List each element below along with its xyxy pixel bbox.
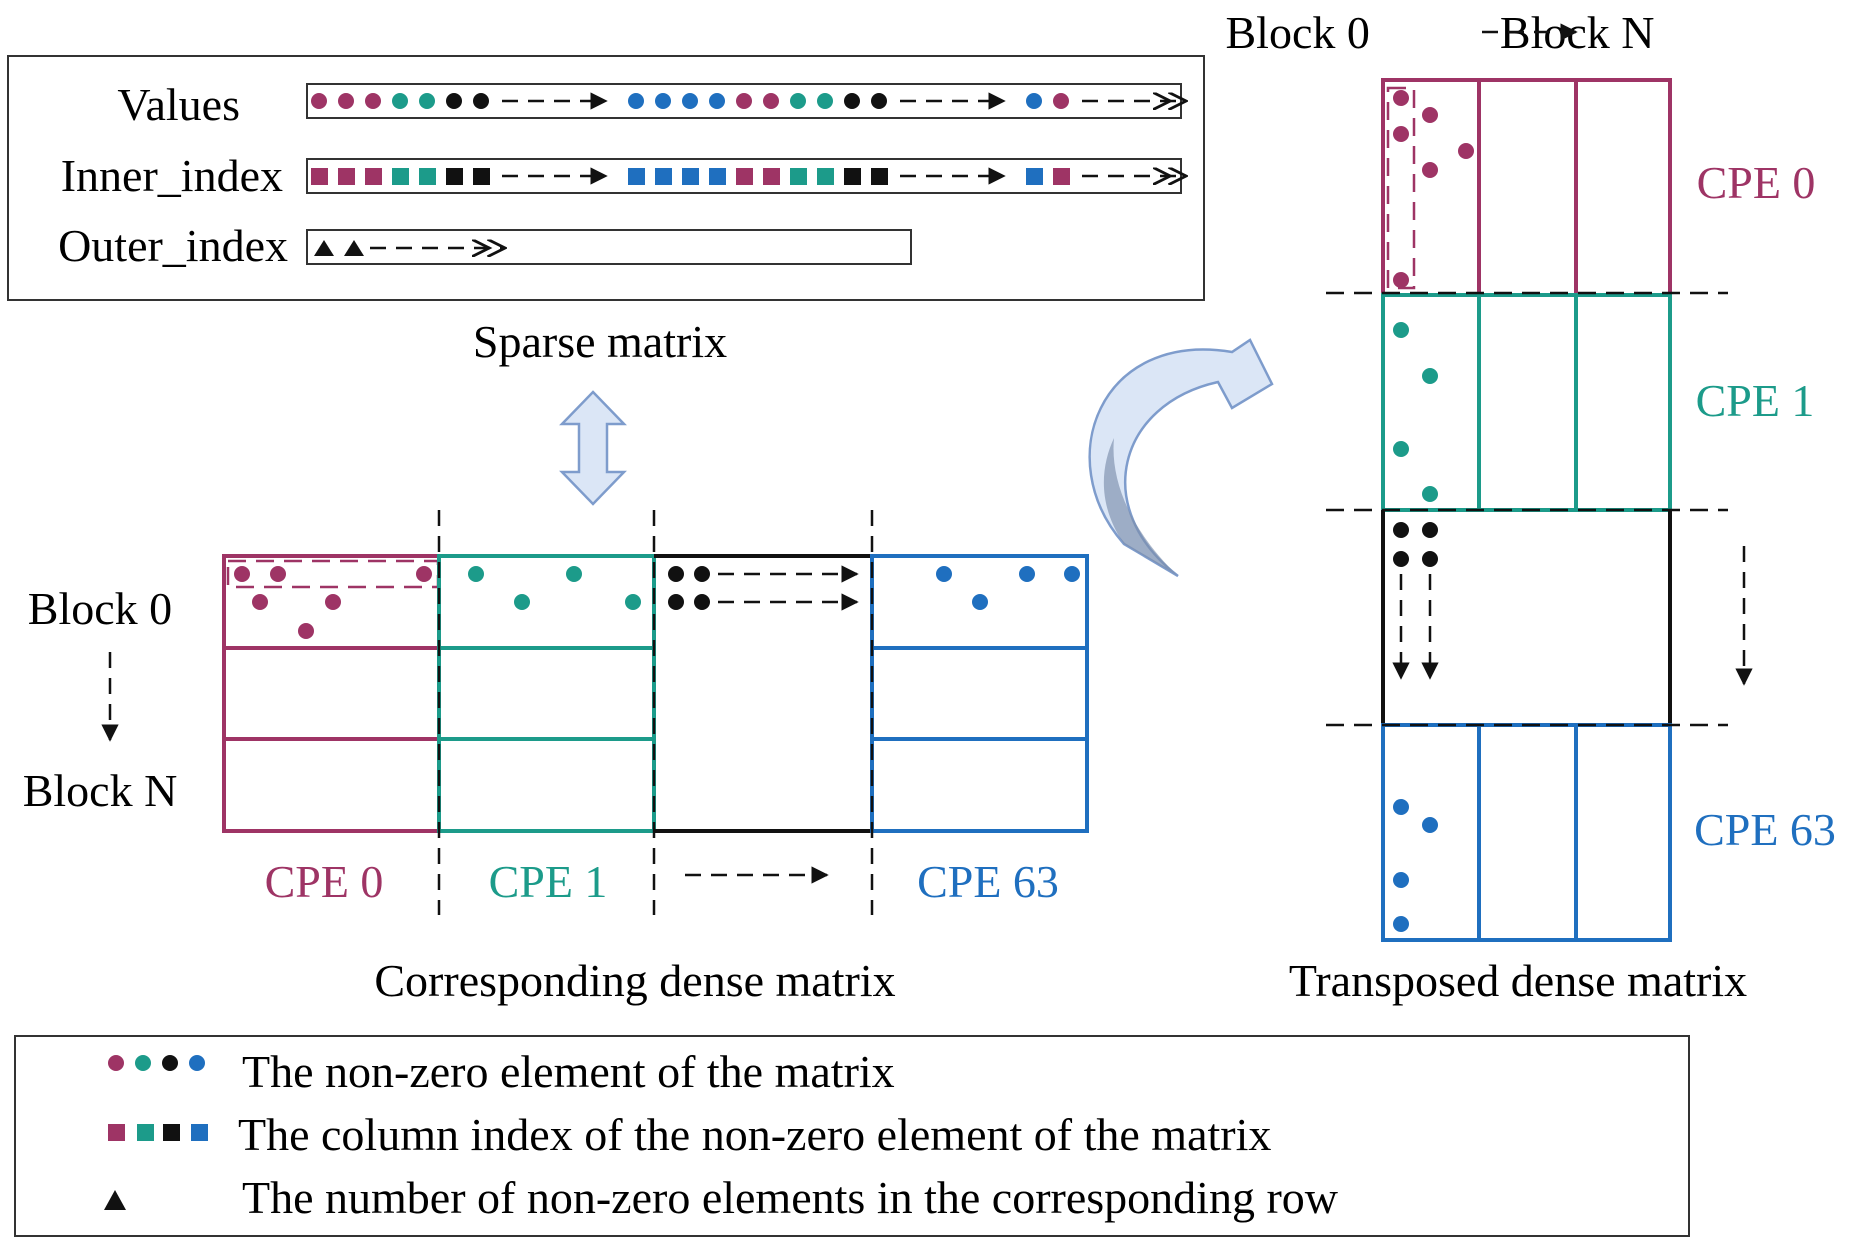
legend-dots-icon — [108, 1055, 205, 1071]
index-square — [1026, 168, 1043, 185]
outer-index-sequence — [314, 240, 505, 256]
inner-index-sequence — [311, 167, 1186, 185]
index-square — [655, 168, 672, 185]
value-dot — [338, 93, 354, 109]
index-square — [817, 168, 834, 185]
value-dot — [844, 93, 860, 109]
transpose-curved-arrow-icon — [1088, 338, 1274, 578]
index-square — [419, 168, 436, 185]
dense-cpe1-label: CPE 1 — [489, 856, 608, 907]
dense-cpe0-label: CPE 0 — [265, 856, 384, 907]
dense-matrix-caption: Corresponding dense matrix — [374, 955, 895, 1006]
transposed-matrix-caption: Transposed dense matrix — [1289, 955, 1747, 1006]
value-dot — [473, 93, 489, 109]
transposed-header-start: Block 0 — [1226, 7, 1370, 58]
value-dot — [682, 93, 698, 109]
inner-index-label: Inner_index — [61, 150, 283, 201]
triangle-marker — [314, 240, 334, 256]
value-dot — [365, 93, 381, 109]
index-square — [682, 168, 699, 185]
values-sequence — [311, 92, 1186, 110]
dense-cpe1-block — [437, 554, 656, 833]
index-square — [628, 168, 645, 185]
index-square — [446, 168, 463, 185]
bidirectional-arrow-icon — [559, 390, 627, 506]
index-square — [844, 168, 861, 185]
outer-index-label: Outer_index — [58, 220, 288, 271]
value-dot — [446, 93, 462, 109]
legend-line-column-index: The column index of the non-zero element… — [238, 1109, 1271, 1160]
legend-triangle-icon — [104, 1190, 126, 1210]
legend-line-nonzero: The non-zero element of the matrix — [242, 1046, 895, 1097]
transposed-cpe0-label: CPE 0 — [1697, 157, 1816, 208]
value-dot — [628, 93, 644, 109]
dense-cpe63-label: CPE 63 — [917, 856, 1059, 907]
value-dot — [392, 93, 408, 109]
sparse-matrix-panel: Values Inner_index Outer_index — [7, 55, 1205, 301]
sparse-panel-frame — [7, 55, 1205, 301]
index-square — [473, 168, 490, 185]
dense-block-end-label: Block N — [23, 765, 178, 816]
value-dot — [419, 93, 435, 109]
index-square — [392, 168, 409, 185]
transposed-cpe1-block — [1381, 293, 1672, 512]
index-square — [1053, 168, 1070, 185]
value-dot — [871, 93, 887, 109]
value-dot — [736, 93, 752, 109]
dense-row-highlight — [226, 559, 440, 589]
value-dot — [709, 93, 725, 109]
value-dot — [817, 93, 833, 109]
triangle-marker — [344, 240, 364, 256]
index-square — [311, 168, 328, 185]
value-dot — [763, 93, 779, 109]
transposed-column-highlight — [1386, 86, 1416, 290]
transposed-matrix: CPE 0 CPE 1 CPE 63 — [1326, 78, 1836, 942]
legend-squares-icon — [108, 1124, 208, 1141]
value-dot — [311, 93, 327, 109]
index-square — [790, 168, 807, 185]
index-square — [763, 168, 780, 185]
legend-line-row-count: The number of non-zero elements in the c… — [242, 1172, 1339, 1223]
value-dot — [1053, 93, 1069, 109]
value-dot — [790, 93, 806, 109]
dense-block-start-label: Block 0 — [28, 583, 172, 634]
outer-index-array — [306, 229, 912, 265]
transposed-cpe1-label: CPE 1 — [1696, 375, 1815, 426]
index-square — [871, 168, 888, 185]
legend: The non-zero element of the matrix The c… — [14, 1035, 1690, 1237]
value-dot — [1026, 93, 1042, 109]
index-square — [338, 168, 355, 185]
dense-matrix: CPE 0 CPE 1 CPE 63 — [222, 510, 1089, 915]
values-label: Values — [117, 79, 240, 130]
index-square — [365, 168, 382, 185]
transposed-cpe63-block — [1381, 723, 1672, 942]
transposed-cpe63-label: CPE 63 — [1694, 804, 1836, 855]
legend-frame — [14, 1035, 1690, 1237]
index-square — [736, 168, 753, 185]
sparse-matrix-caption: Sparse matrix — [473, 316, 727, 367]
index-square — [709, 168, 726, 185]
value-dot — [655, 93, 671, 109]
